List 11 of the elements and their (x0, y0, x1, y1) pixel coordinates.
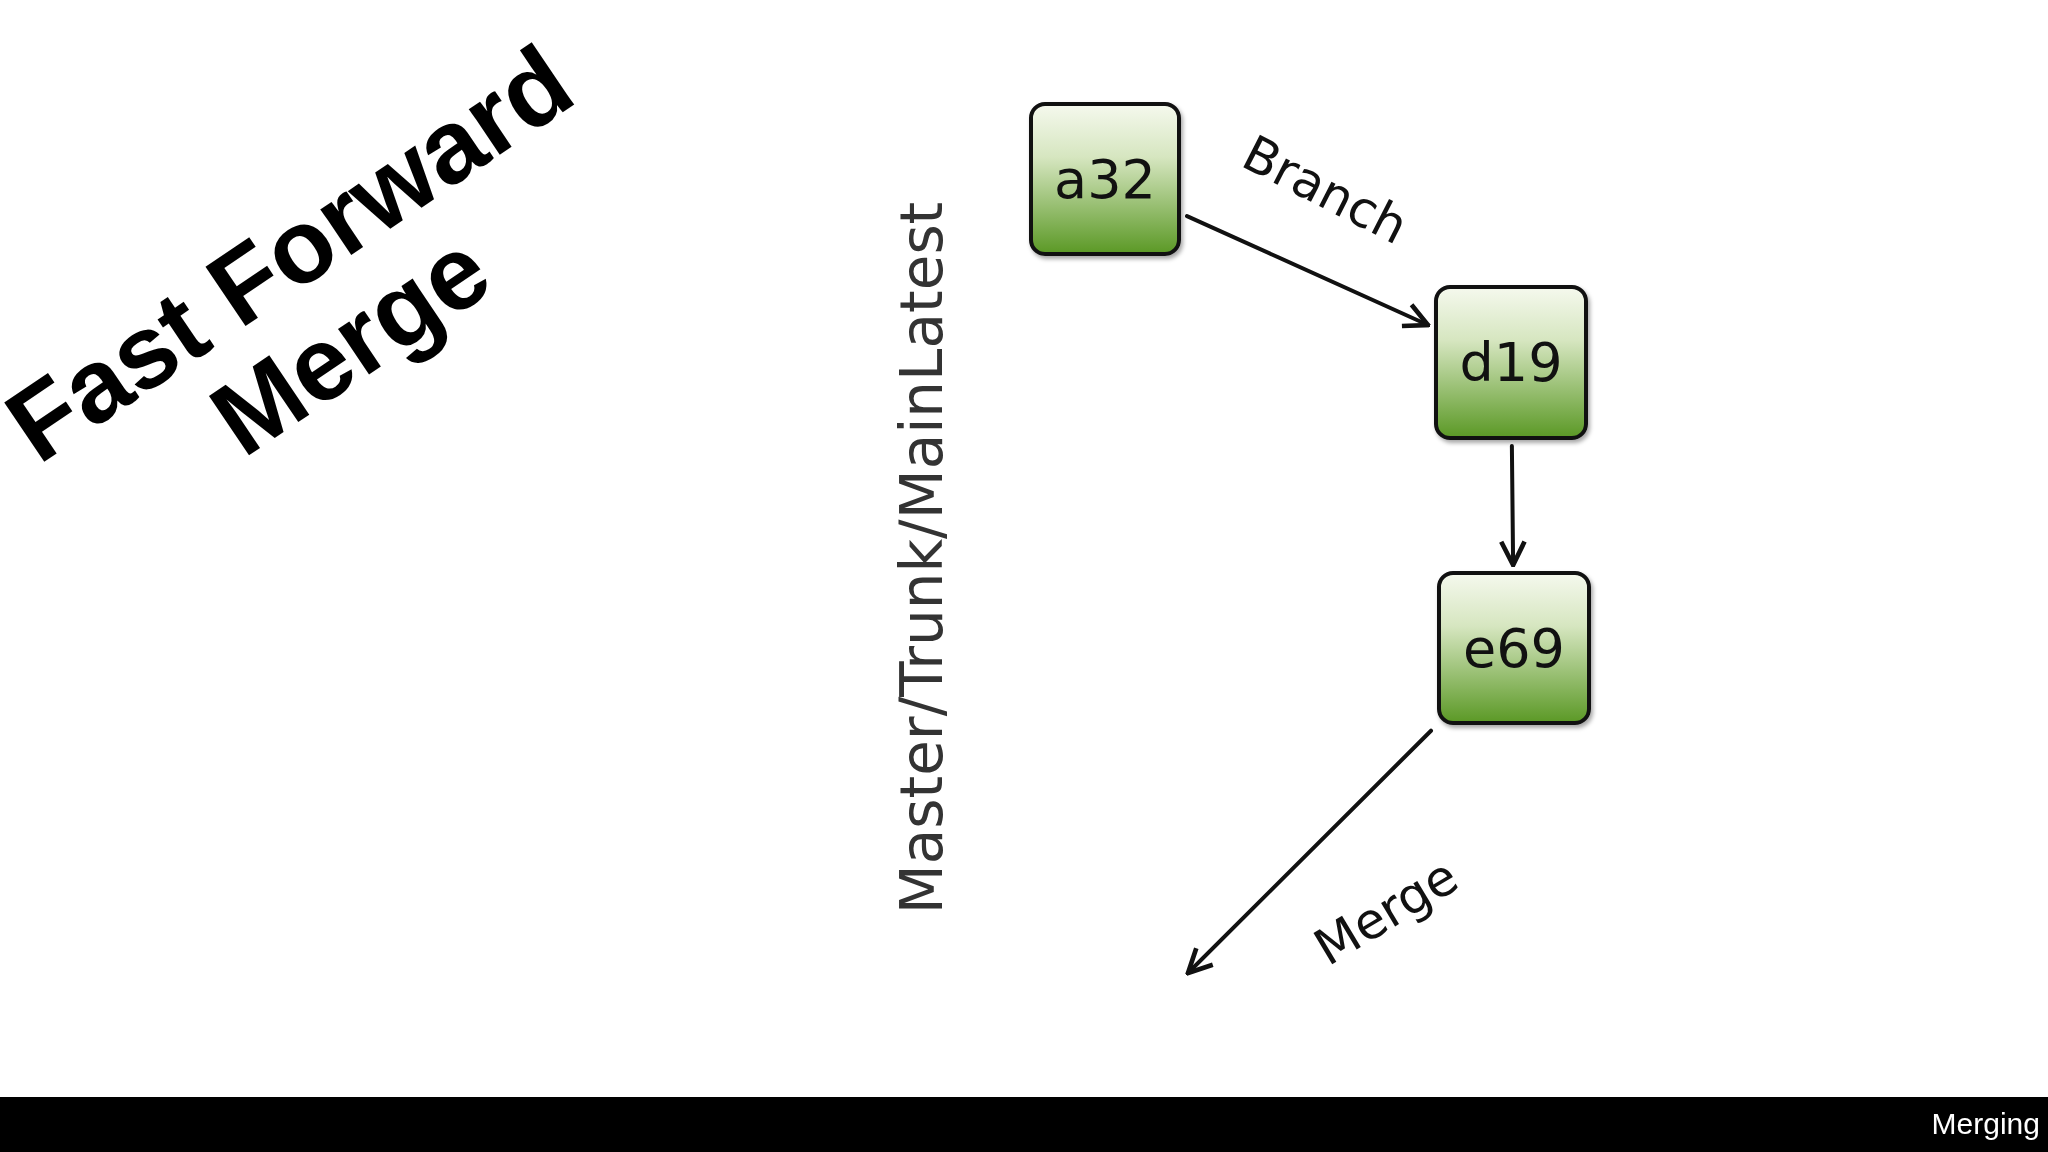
commit-box (1029, 102, 1181, 256)
commit-id: a32 (1054, 147, 1156, 211)
commit-box (1434, 285, 1588, 440)
arrow (1185, 728, 1433, 976)
arrow (1185, 214, 1431, 329)
arrow (1498, 444, 1527, 568)
commit-box (1437, 571, 1591, 725)
commit-id: d19 (1459, 331, 1563, 394)
branch-label: Master/Trunk/MainLatest (887, 201, 956, 915)
footer-text: Merging (1931, 1107, 2040, 1141)
commit-id: e69 (1463, 616, 1565, 680)
